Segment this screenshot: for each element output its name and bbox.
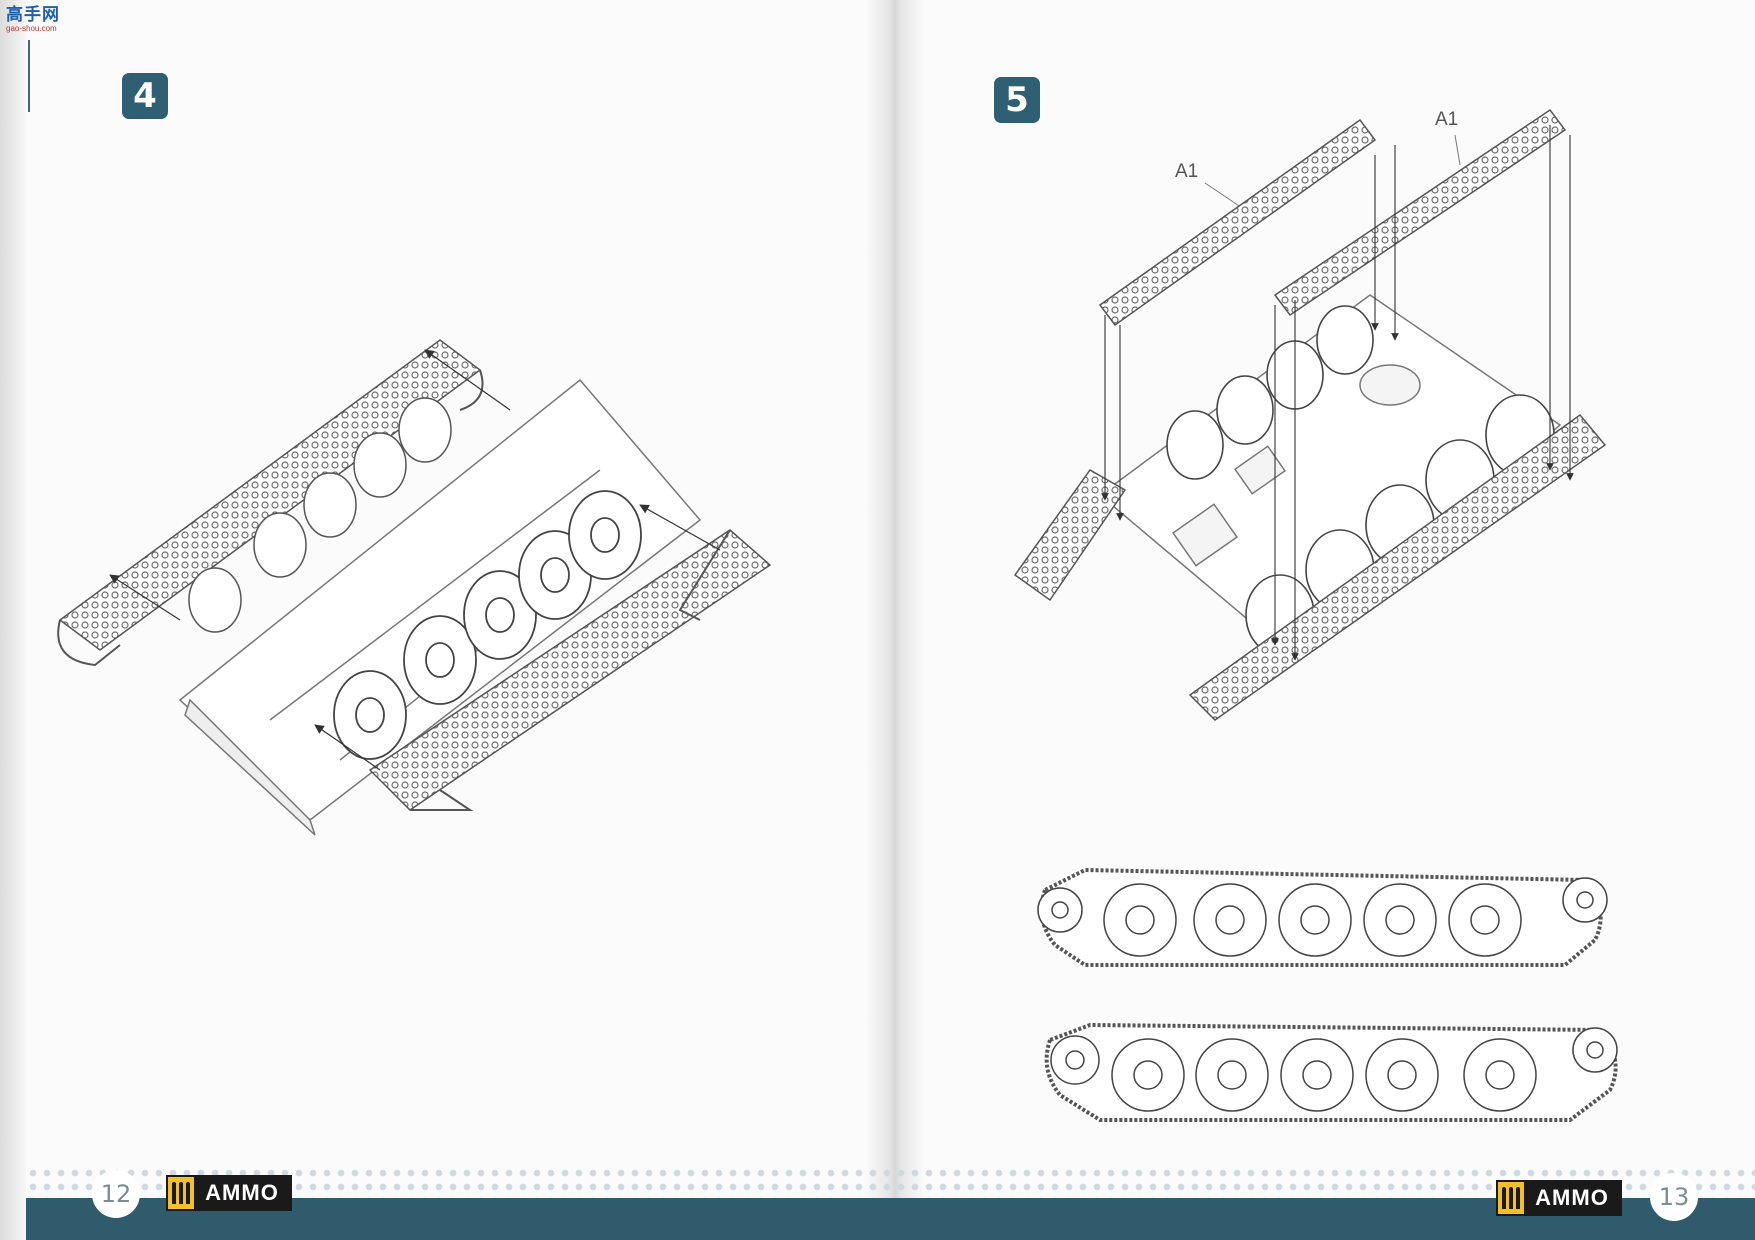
ammo-logo-left: AMMO: [166, 1175, 292, 1211]
logo-text: AMMO: [194, 1177, 290, 1209]
assembly-arrows: [1101, 125, 1574, 661]
book-gutter: [865, 0, 925, 1240]
part-label-a1-right: A1: [1435, 109, 1458, 130]
watermark-logo: 高手网 gao-shou.com: [6, 6, 60, 33]
page-number-right: 13: [1650, 1173, 1698, 1221]
assembly-arrows: [109, 349, 721, 771]
hull-assembly: [1098, 294, 1562, 656]
footer-dot-pattern: [26, 1166, 1755, 1200]
side-view-bottom: [1044, 1022, 1618, 1122]
leader-line: [1454, 134, 1461, 166]
bullets-icon: [168, 1182, 194, 1204]
road-wheels-lower: [333, 490, 642, 760]
watermark-text: 高手网: [6, 5, 60, 24]
page-number-left: 12: [92, 1170, 140, 1218]
upper-track-left: [57, 339, 484, 667]
track-installed-right: [1188, 413, 1607, 721]
watermark-url: gao-shou.com: [6, 24, 57, 33]
bullets-icon: [1498, 1187, 1524, 1209]
track-piece-a1: [1098, 118, 1377, 327]
hull-lower: [178, 378, 702, 836]
logo-text: AMMO: [1524, 1182, 1620, 1214]
step-5-badge: 5: [994, 77, 1040, 123]
lower-track-right: [368, 529, 772, 811]
step-4-illustration: [57, 339, 772, 836]
part-label-a1-left: A1: [1175, 161, 1198, 182]
margin-rule: [28, 40, 30, 112]
page-edge: [0, 0, 26, 1240]
track-piece-a1: [1273, 108, 1567, 317]
step-4-badge: 4: [122, 73, 168, 119]
road-wheels-upper: [188, 397, 452, 633]
road-wheels: [1166, 305, 1555, 656]
ammo-logo-right: AMMO: [1496, 1180, 1622, 1216]
footer-bar: [26, 1198, 1755, 1240]
step-5-illustration: A1 A1: [1013, 108, 1607, 721]
track-installed-left: [1013, 469, 1127, 602]
side-view-top: [1037, 867, 1608, 967]
